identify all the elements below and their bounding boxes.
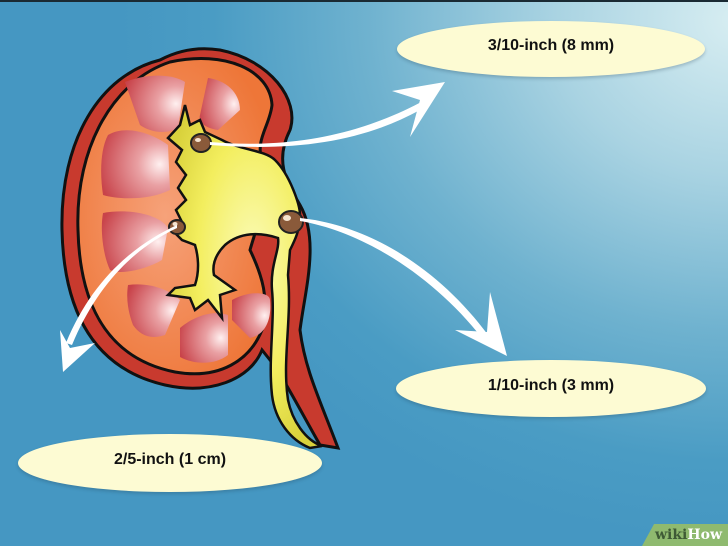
arrow-to-top-label: [210, 82, 445, 147]
stone-size-text: 2/5-inch (1 cm): [113, 451, 227, 468]
renal-pelvis: [165, 104, 323, 450]
arrow-to-right-label: [300, 218, 507, 356]
arrow-to-left-label: [60, 225, 177, 372]
watermark-how: How: [687, 527, 722, 543]
stone-size-label-right: 1/10-inch (3 mm): [396, 360, 706, 417]
stone-size-text: 1/10-inch (3 mm): [487, 376, 615, 394]
kidney-stone-right: [278, 210, 304, 234]
top-border: [0, 0, 728, 2]
watermark-wiki: wiki: [654, 527, 688, 543]
stone-size-text: 3/10-inch (8 mm): [487, 37, 615, 54]
medullary-pyramids: [101, 75, 271, 363]
kidney-stone-top: [190, 133, 212, 153]
stone-size-label-top: 3/10-inch (8 mm): [397, 21, 705, 77]
stone-size-label-left: 2/5-inch (1 cm): [18, 434, 322, 492]
